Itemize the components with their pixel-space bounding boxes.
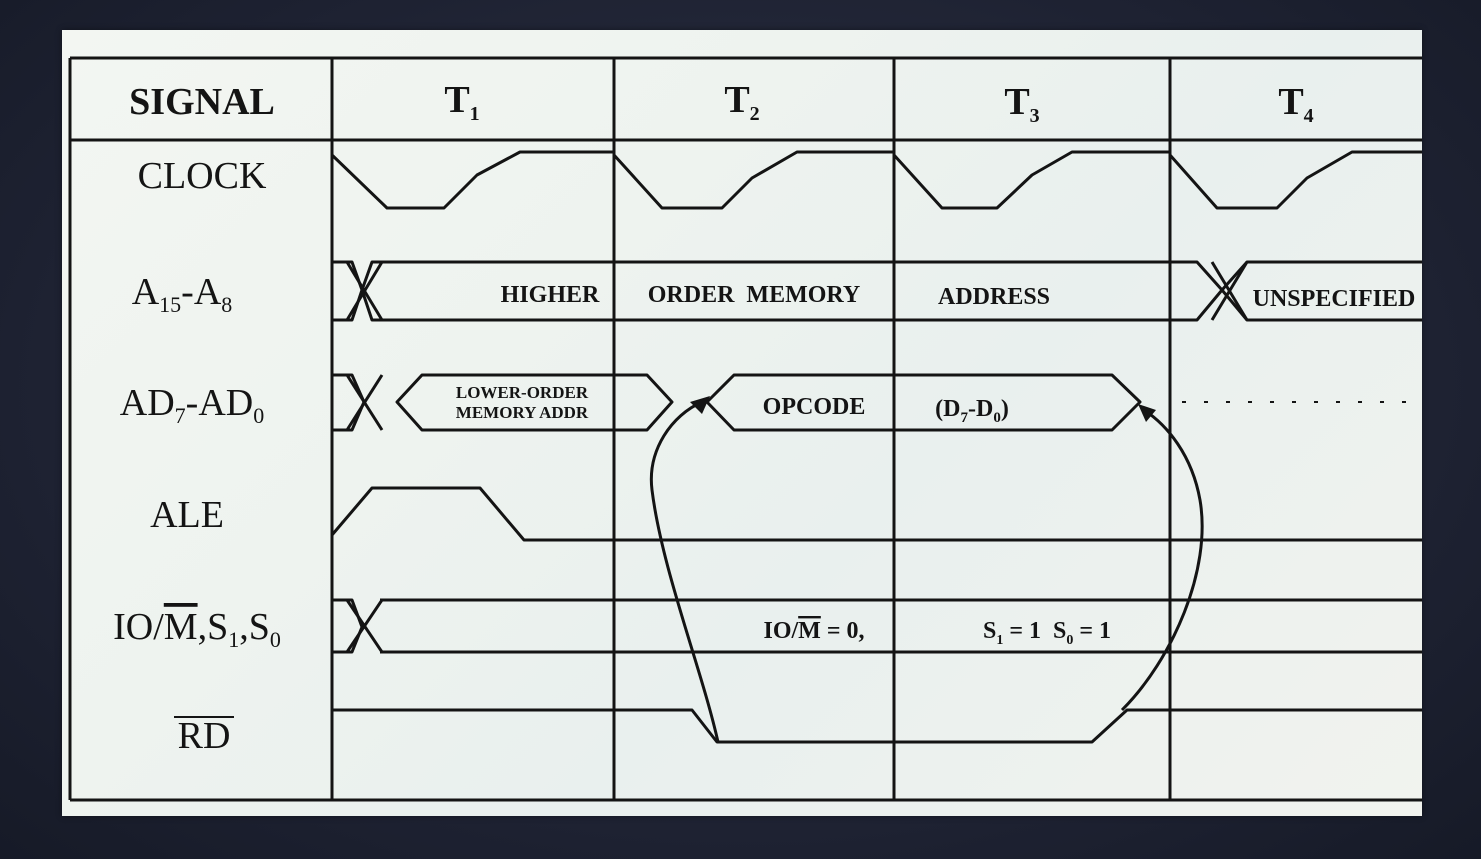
label-io-m-zero: IO/M = 0, — [763, 618, 864, 644]
header-t4: T4 — [1278, 81, 1313, 127]
arrow-head-data — [1138, 404, 1156, 422]
io-m-status-bus — [332, 598, 1422, 654]
label-order-memory: ORDER MEMORY — [648, 282, 860, 308]
label-higher: HIGHER — [501, 282, 600, 308]
ale-waveform — [330, 486, 1422, 542]
label-address: ADDRESS — [938, 284, 1050, 310]
signal-io-m-s1-s0: IO/M,S1,S0 — [113, 606, 281, 652]
signal-ale: ALE — [150, 494, 224, 536]
label-memory-addr: MEMORY ADDR — [456, 403, 589, 422]
header-t1: T1 — [444, 79, 479, 125]
label-data-d7-d0: (D7-D0) — [935, 396, 1009, 426]
clock-waveform — [330, 150, 1422, 210]
label-unspecified: UNSPECIFIED — [1253, 286, 1416, 312]
timing-arrows — [649, 396, 1204, 743]
arrow-head-opcode — [690, 396, 710, 414]
header-t2: T2 — [724, 79, 759, 125]
label-lower-order: LOWER-ORDER — [456, 383, 589, 402]
signal-clock: CLOCK — [138, 155, 267, 197]
timing-diagram: SIGNAL T1 T2 T3 T4 CLOCK A15-A8 AD7-AD0 … — [68, 56, 1422, 802]
signal-a15-a8: A15-A8 — [132, 271, 233, 317]
header-t3: T3 — [1004, 81, 1039, 127]
timing-diagram-panel: SIGNAL T1 T2 T3 T4 CLOCK A15-A8 AD7-AD0 … — [62, 30, 1422, 816]
rd-waveform — [332, 708, 1422, 744]
signal-ad7-ad0: AD7-AD0 — [120, 382, 264, 428]
label-s1-s0: S1 = 1 S0 = 1 — [983, 618, 1111, 648]
label-opcode: OPCODE — [763, 394, 866, 420]
header-signal: SIGNAL — [129, 81, 275, 123]
ad7-ad0-bus — [332, 373, 1422, 432]
a15-a8-bus — [332, 260, 1422, 322]
signal-rd: RD — [178, 715, 231, 757]
